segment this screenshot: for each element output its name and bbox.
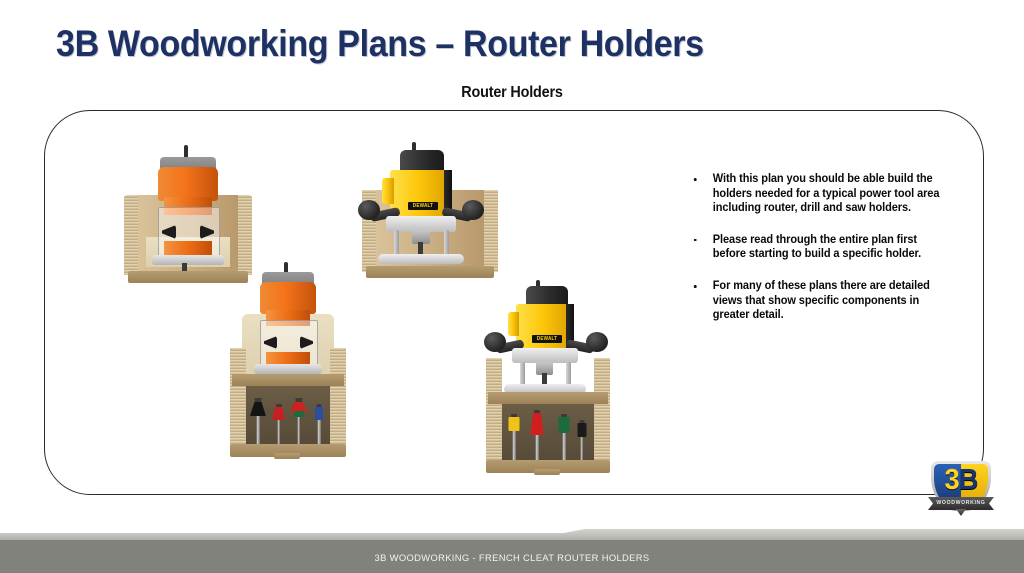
router-bit-1 [250,398,266,444]
handle-knob-right [586,332,608,352]
router-base-plate [254,364,322,374]
holder-right-cleat [236,195,252,275]
cabinet-top-shelf [488,392,608,404]
router-side-lug [508,312,519,336]
plunge-post-left [520,362,525,386]
logo-mark-right: B [958,464,979,496]
holder-left-cleat [124,195,140,275]
router-bit-1 [508,414,520,460]
router-neck [164,197,212,215]
router-bit-2 [272,404,285,444]
router-turret-plate [386,216,456,232]
handle-knob-right [462,200,484,220]
router-neck [266,310,310,326]
router-lower-housing [266,352,310,366]
router-base-plate [504,384,586,394]
router-motor-housing [158,167,218,201]
bullet-list: With this plan you should be able build … [690,172,958,340]
cabinet-left-side [486,358,502,464]
cabinet-foot-notch [534,469,560,475]
plunge-post-right [566,362,571,386]
handle-knob-left [484,332,506,352]
illustration-compact-trim-router-holder-with-bit-shelf [222,262,354,477]
logo-ribbon-label: WOODWORKING [936,500,986,506]
holder-bottom-rail [128,271,248,283]
router-bit-4 [576,420,587,460]
brand-badge-label: DEWALT [412,203,434,209]
bullet-item-3: For many of these plans there are detail… [690,279,945,323]
router-bit-3 [558,414,570,460]
cabinet-bottom-rail [230,444,346,457]
bullet-item-2: Please read through the entire plan firs… [690,233,945,262]
handle-knob-left [358,200,380,220]
depth-stop-rail [566,304,574,348]
router-bit-2 [530,410,544,460]
footer-highlight-strip [0,533,1024,541]
power-cord [284,262,288,276]
plunge-post-right [444,230,449,256]
brand-badge: DEWALT [532,335,562,343]
page-title: 3B Woodworking Plans – Router Holders [56,23,704,64]
router-bit [418,242,423,254]
logo-ribbon: WOODWORKING [928,497,994,510]
footer-bar [0,540,1024,573]
cabinet-top-shelf [232,374,344,386]
content-frame [44,110,984,495]
holder-bottom-rail [366,266,494,278]
router-side-lug [382,178,394,204]
holder-right-cleat [482,190,498,272]
footer-label: 3B WOODWORKING - FRENCH CLEAT ROUTER HOL… [374,552,650,563]
power-cord [536,280,540,290]
cabinet-right-side [594,358,610,464]
illustration-plunge-router-holder-front: DEWALT [352,142,507,290]
plunge-post-left [394,230,399,256]
depth-stop-rail [444,170,452,216]
router-base-plate [378,254,464,264]
cabinet-foot-notch [274,453,300,459]
brand-badge: DEWALT [408,202,438,210]
logo-mark: 3B [933,465,989,495]
bullet-item-1: With this plan you should be able build … [690,172,945,216]
illustration-plunge-router-holder-with-bit-shelf: DEWALT [482,280,622,492]
router-collet [412,230,430,244]
router-bit [182,263,187,273]
cabinet-bottom-rail [486,460,610,473]
router-lower-housing [164,241,212,257]
router-collet [536,362,553,375]
cabinet-right-side [330,348,346,450]
cabinet-left-side [230,348,246,450]
logo-mark-left: 3 [944,464,960,496]
power-cord [412,142,416,154]
router-base-plate [152,255,224,265]
router-motor-housing [260,282,316,314]
router-bit-3 [290,398,307,444]
footer-highlight-strip-right [563,529,1024,541]
router-bit-4 [314,404,324,444]
router-turret-plate [512,348,578,363]
brand-logo[interactable]: 3B WOODWORKING [928,461,994,523]
power-cord [184,145,188,161]
page-subtitle: Router Holders [461,84,563,101]
logo-ribbon-tail [956,509,966,516]
illustration-compact-trim-router-holder-front [118,145,258,285]
router-bit [542,373,547,384]
brand-badge-label: DEWALT [536,336,558,342]
